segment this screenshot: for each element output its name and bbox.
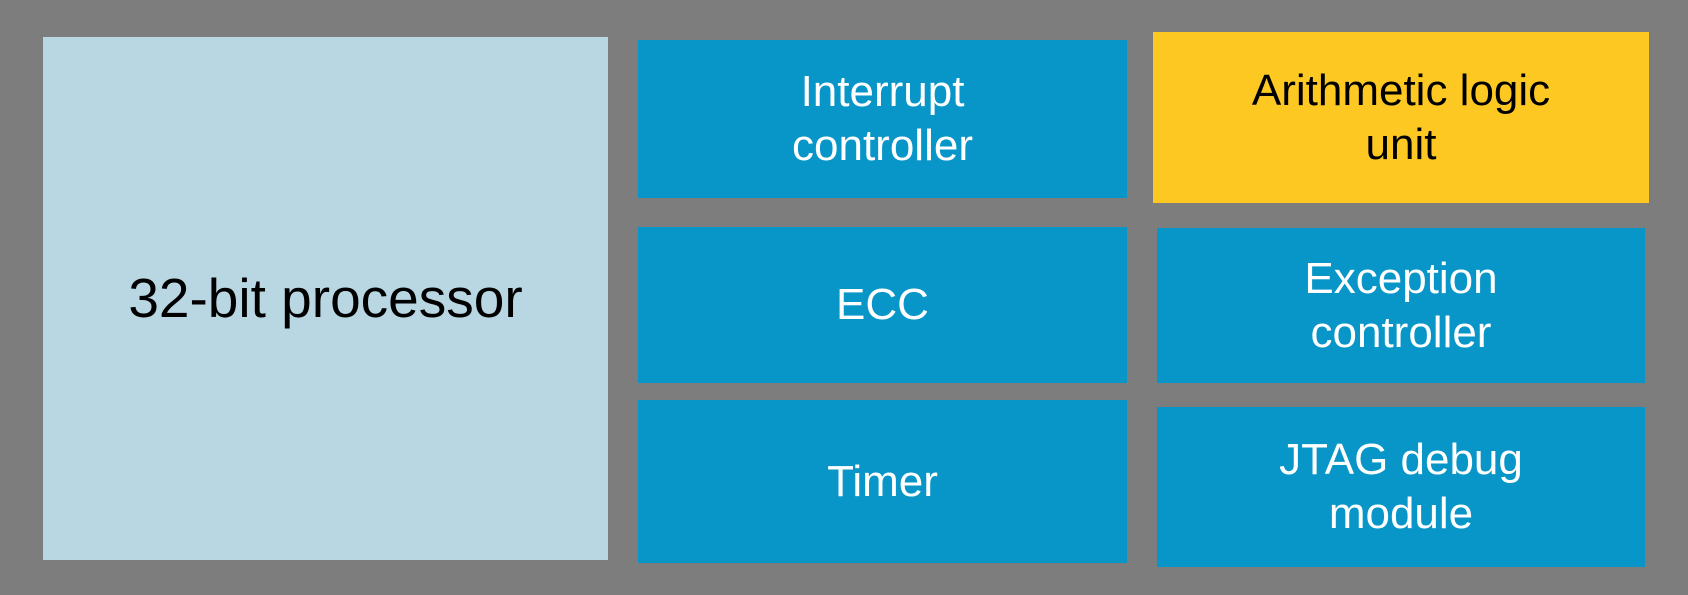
block-interrupt-controller-label: Interrupt controller xyxy=(792,67,973,170)
block-jtag-debug-module-label: JTAG debug module xyxy=(1279,435,1523,538)
block-jtag-debug-module: JTAG debug module xyxy=(1157,407,1645,567)
block-timer: Timer xyxy=(638,400,1127,563)
block-exception-controller: Exception controller xyxy=(1157,228,1645,383)
block-32-bit-processor-label: 32-bit processor xyxy=(128,266,523,329)
block-timer-label: Timer xyxy=(827,456,938,506)
block-exception-controller-label: Exception controller xyxy=(1304,253,1498,357)
block-32-bit-processor: 32-bit processor xyxy=(43,37,608,560)
block-ecc-label: ECC xyxy=(836,280,929,330)
block-interrupt-controller: Interrupt controller xyxy=(638,40,1127,198)
block-ecc: ECC xyxy=(638,227,1127,383)
block-arithmetic-logic-unit-label: Arithmetic logic unit xyxy=(1251,65,1551,169)
block-arithmetic-logic-unit: Arithmetic logic unit xyxy=(1153,32,1649,203)
